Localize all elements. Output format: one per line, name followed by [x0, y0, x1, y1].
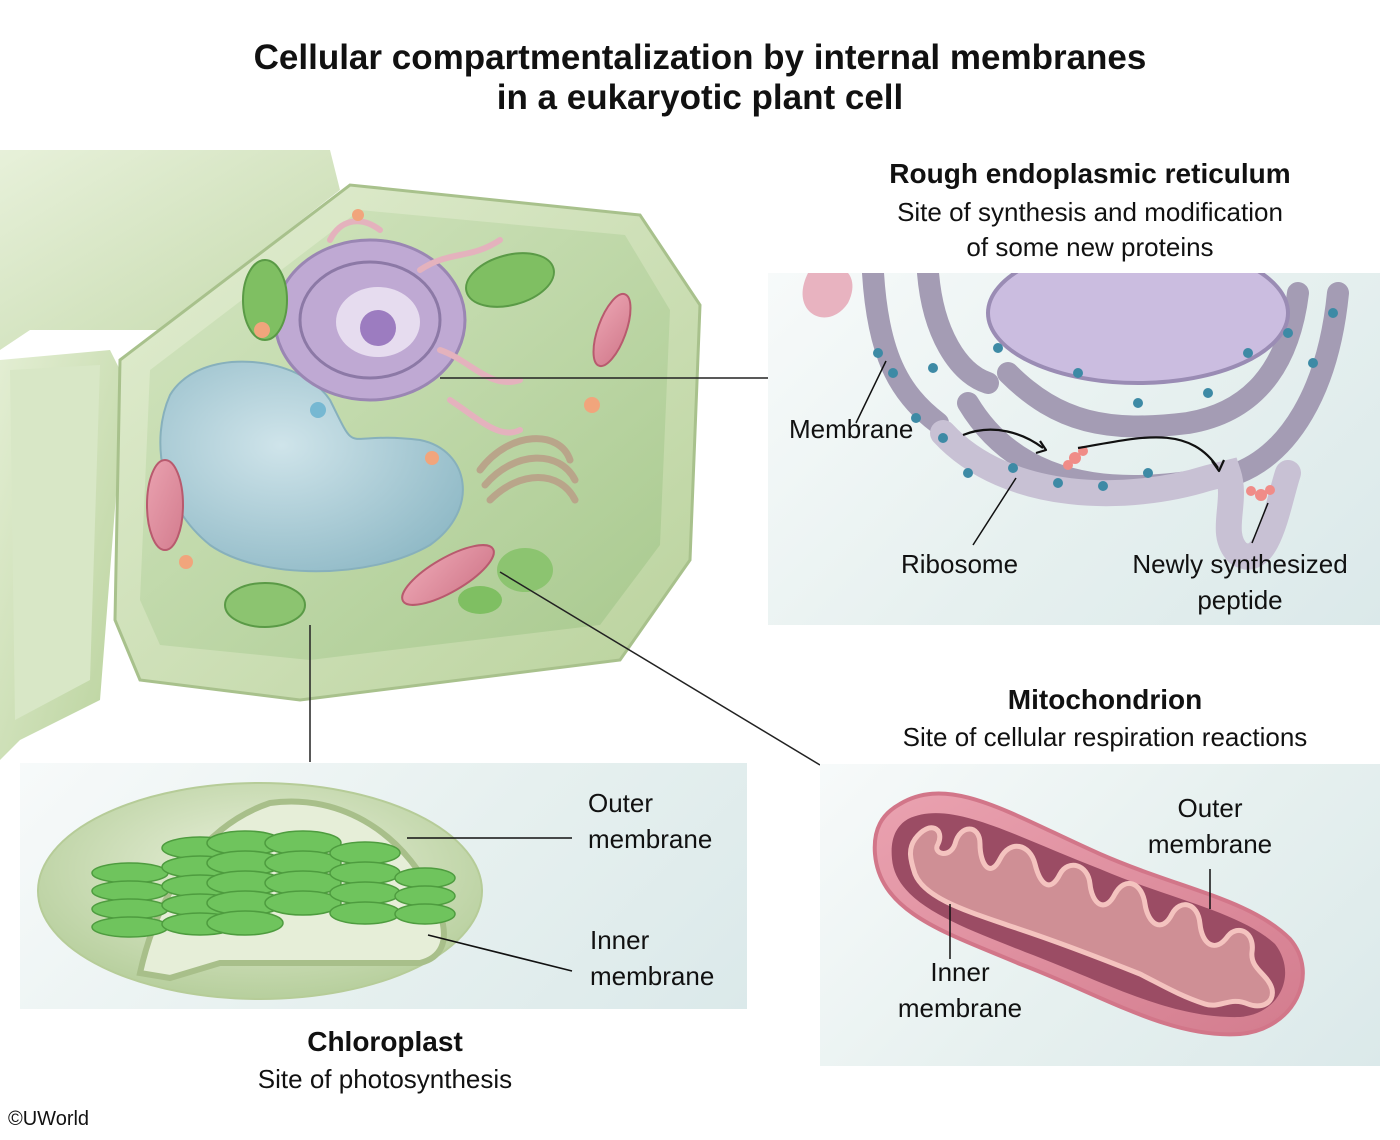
mito-outer-line-1: Outer [1177, 793, 1243, 823]
chloro-inner-line-2: membrane [590, 961, 715, 991]
chloroplast-illustration [37, 782, 573, 1000]
mito-inner-line-2: membrane [897, 993, 1023, 1023]
chloro-inner-membrane-label: Inner membrane [590, 922, 714, 994]
chloro-leader-lines [407, 837, 573, 972]
nucleolus-shape [360, 310, 396, 346]
rer-desc-line-2: of some new proteins [966, 232, 1214, 262]
mitochondrion-heading: Mitochondrion [1007, 684, 1203, 715]
peptide-label-line-1: Newly synthesized [1132, 549, 1348, 579]
mito-outer-membrane-label: Outer membrane [1110, 790, 1310, 862]
figure-title: Cellular compartmentalization by interna… [0, 38, 1400, 118]
rer-illustration [802, 273, 1349, 570]
rer-ribosome-label: Ribosome [901, 549, 1019, 579]
chloro-outer-line-2: membrane [588, 824, 713, 854]
mitochondrion-description: Site of cellular respiration reactions [902, 722, 1308, 752]
neighbor-cells [0, 150, 340, 760]
rer-panel [768, 273, 1380, 625]
leader-lines [309, 377, 821, 766]
peptide-label-line-2: peptide [1197, 585, 1283, 615]
transport-arrows [962, 428, 1226, 473]
rer-leader-lines [855, 360, 1269, 546]
cristae-shape [908, 825, 1275, 1009]
mito-inner-line-1: Inner [930, 957, 990, 987]
golgi-shape [476, 435, 579, 504]
mito-inner-membrane-label: Inner membrane [860, 954, 1060, 1026]
ribosomes [873, 308, 1338, 491]
title-line-1: Cellular compartmentalization by interna… [253, 38, 1147, 77]
chloro-outer-line-1: Outer [588, 788, 654, 818]
plant-cell [113, 183, 702, 702]
chloroplast-heading: Chloroplast [307, 1026, 463, 1057]
copyright-notice: ©UWorld [8, 1108, 90, 1130]
title-line-2: in a eukaryotic plant cell [496, 78, 904, 117]
mitochondrion-illustration [872, 791, 1305, 1037]
rer-heading: Rough endoplasmic reticulum [889, 158, 1291, 189]
chloroplast-panel [20, 763, 747, 1009]
rer-description: Site of synthesis and modification of so… [790, 195, 1390, 265]
chloroplast-description: Site of photosynthesis [257, 1064, 513, 1094]
mitochondrion-panel [820, 764, 1380, 1066]
rer-peptide-label: Newly synthesized peptide [1100, 546, 1380, 618]
chloro-inner-line-1: Inner [590, 925, 650, 955]
chloro-outer-membrane-label: Outer membrane [588, 785, 712, 857]
rer-membrane-label: Membrane [789, 414, 914, 444]
mito-outer-line-2: membrane [1147, 829, 1273, 859]
mito-leader-lines [949, 869, 1211, 959]
thylakoid-stacks [91, 830, 456, 938]
rer-desc-line-1: Site of synthesis and modification [897, 197, 1283, 227]
